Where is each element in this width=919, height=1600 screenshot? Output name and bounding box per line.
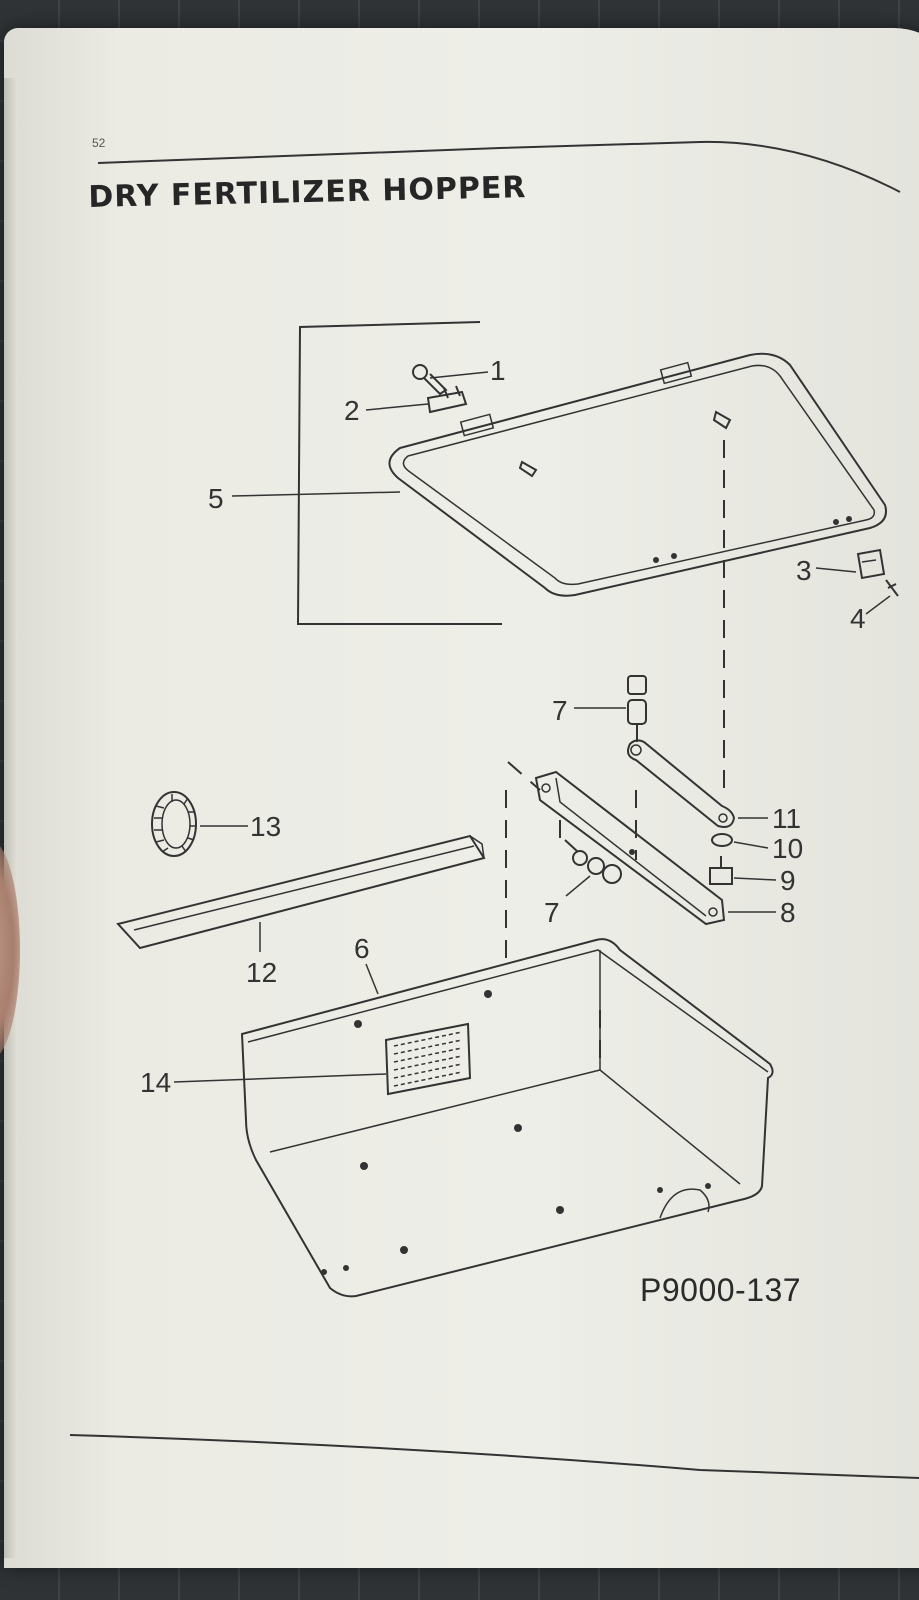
- leader-14: [173, 1073, 387, 1083]
- callout-10: 10: [772, 833, 803, 864]
- callout-5: 5: [208, 483, 224, 514]
- callout-4: 4: [850, 603, 866, 634]
- lid-knob: [412, 364, 448, 396]
- footer-rule: [69, 1434, 919, 1479]
- callout-13: 13: [250, 811, 281, 842]
- callout-6: 6: [354, 933, 370, 964]
- leader-2: [365, 403, 429, 411]
- leader-7-lower: [565, 875, 591, 897]
- leader-3: [815, 567, 857, 573]
- callout-1: 1: [490, 355, 506, 386]
- angle-bracket: [116, 834, 486, 950]
- bolt-nut-set-upper: [627, 675, 647, 742]
- latch-screw: [885, 579, 899, 597]
- washer: [711, 833, 733, 847]
- latch-bracket: [856, 548, 886, 580]
- page-number: 52: [92, 136, 106, 150]
- leader-10: [733, 841, 769, 849]
- callout-9: 9: [780, 865, 796, 896]
- lid-stay-link: [627, 739, 736, 828]
- callout-3: 3: [796, 555, 812, 586]
- hopper-lid: [388, 352, 887, 597]
- callout-2: 2: [344, 395, 360, 426]
- hinge-bracket: [426, 385, 468, 414]
- thumb: [0, 840, 20, 1060]
- guide-line-bar: [507, 761, 541, 791]
- callout-7-upper: 7: [552, 695, 568, 726]
- callout-8: 8: [780, 897, 796, 928]
- leader-5: [231, 491, 401, 497]
- leader-4: [865, 595, 891, 615]
- figure-code: P9000-137: [640, 1272, 802, 1308]
- hopper-body: [240, 938, 774, 1298]
- lid-group-bracket: [296, 321, 502, 625]
- callout-12: 12: [246, 957, 277, 988]
- bolt-nut-set-lower: [564, 839, 622, 884]
- leader-1: [429, 371, 489, 379]
- leader-9: [733, 877, 777, 881]
- leader-6: [365, 963, 379, 995]
- decal: [384, 1022, 472, 1096]
- mounting-bolt: [709, 856, 733, 885]
- header-rule: [97, 140, 901, 193]
- manual-page: [4, 28, 919, 1568]
- callout-11: 11: [772, 803, 801, 834]
- support-bar: [534, 770, 726, 926]
- page-edge: [4, 78, 18, 1558]
- callout-14: 14: [140, 1067, 171, 1098]
- callout-7-lower: 7: [544, 897, 560, 928]
- seal-ring: [151, 791, 197, 857]
